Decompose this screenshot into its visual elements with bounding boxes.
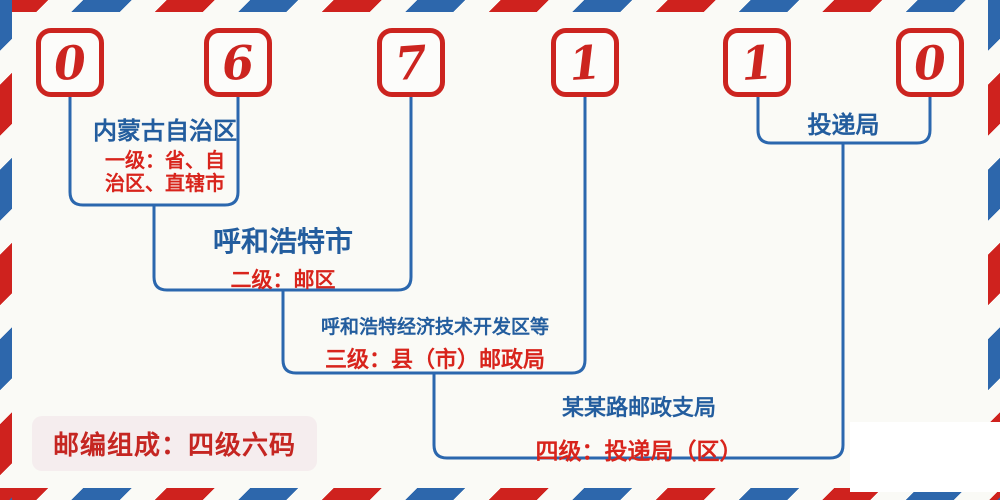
level2-desc: 二级：邮区 [230, 269, 336, 292]
level1-desc-line1: 一级：省、自 [105, 150, 225, 172]
digit-6: 0 [912, 34, 948, 91]
level2-region: 呼和浩特市 [212, 226, 353, 257]
delivery-office-text: 投递局 [807, 112, 880, 139]
level1-desc-line2: 治区、直辖市 [105, 173, 225, 195]
border-stripe-bottom [0, 488, 1000, 500]
digit-box-5: 1 [723, 28, 791, 97]
digit-box-1: 0 [36, 28, 104, 97]
digit-2: 6 [220, 34, 256, 91]
digit-5: 1 [739, 34, 775, 91]
level4-region: 某某路邮政支局 [561, 395, 716, 420]
level4-label: 某某路邮政支局 四级：投递局（区） [500, 390, 778, 466]
border-stripe-left [0, 0, 12, 500]
bottom-right-white-patch [850, 422, 1000, 492]
border-stripe-top [0, 0, 1000, 12]
digit-box-3: 7 [377, 28, 445, 97]
bracket-level4 [432, 141, 845, 460]
digit-box-4: 1 [551, 28, 619, 97]
level1-region: 内蒙古自治区 [93, 118, 237, 145]
level2-label: 呼和浩特市 二级：邮区 [183, 220, 383, 294]
border-stripe-right [988, 0, 1000, 500]
level4-desc: 四级：投递局（区） [535, 438, 743, 464]
digit-box-6: 0 [896, 28, 964, 97]
level3-label: 呼和浩特经济技术开发区等 三级：县（市）邮政局 [299, 312, 571, 374]
digit-box-2: 6 [204, 28, 272, 97]
delivery-office-label: 投递局 [771, 105, 916, 140]
digit-3: 7 [393, 34, 429, 91]
composition-badge: 邮编组成：四级六码 [32, 416, 318, 471]
level1-label: 内蒙古自治区 一级：省、自 治区、直辖市 [70, 111, 260, 196]
bracket-delivery [756, 93, 932, 145]
level3-region: 呼和浩特经济技术开发区等 [320, 317, 549, 338]
level3-desc: 三级：县（市）邮政局 [324, 347, 545, 372]
digit-4: 1 [567, 34, 603, 91]
digit-1: 0 [52, 34, 88, 91]
